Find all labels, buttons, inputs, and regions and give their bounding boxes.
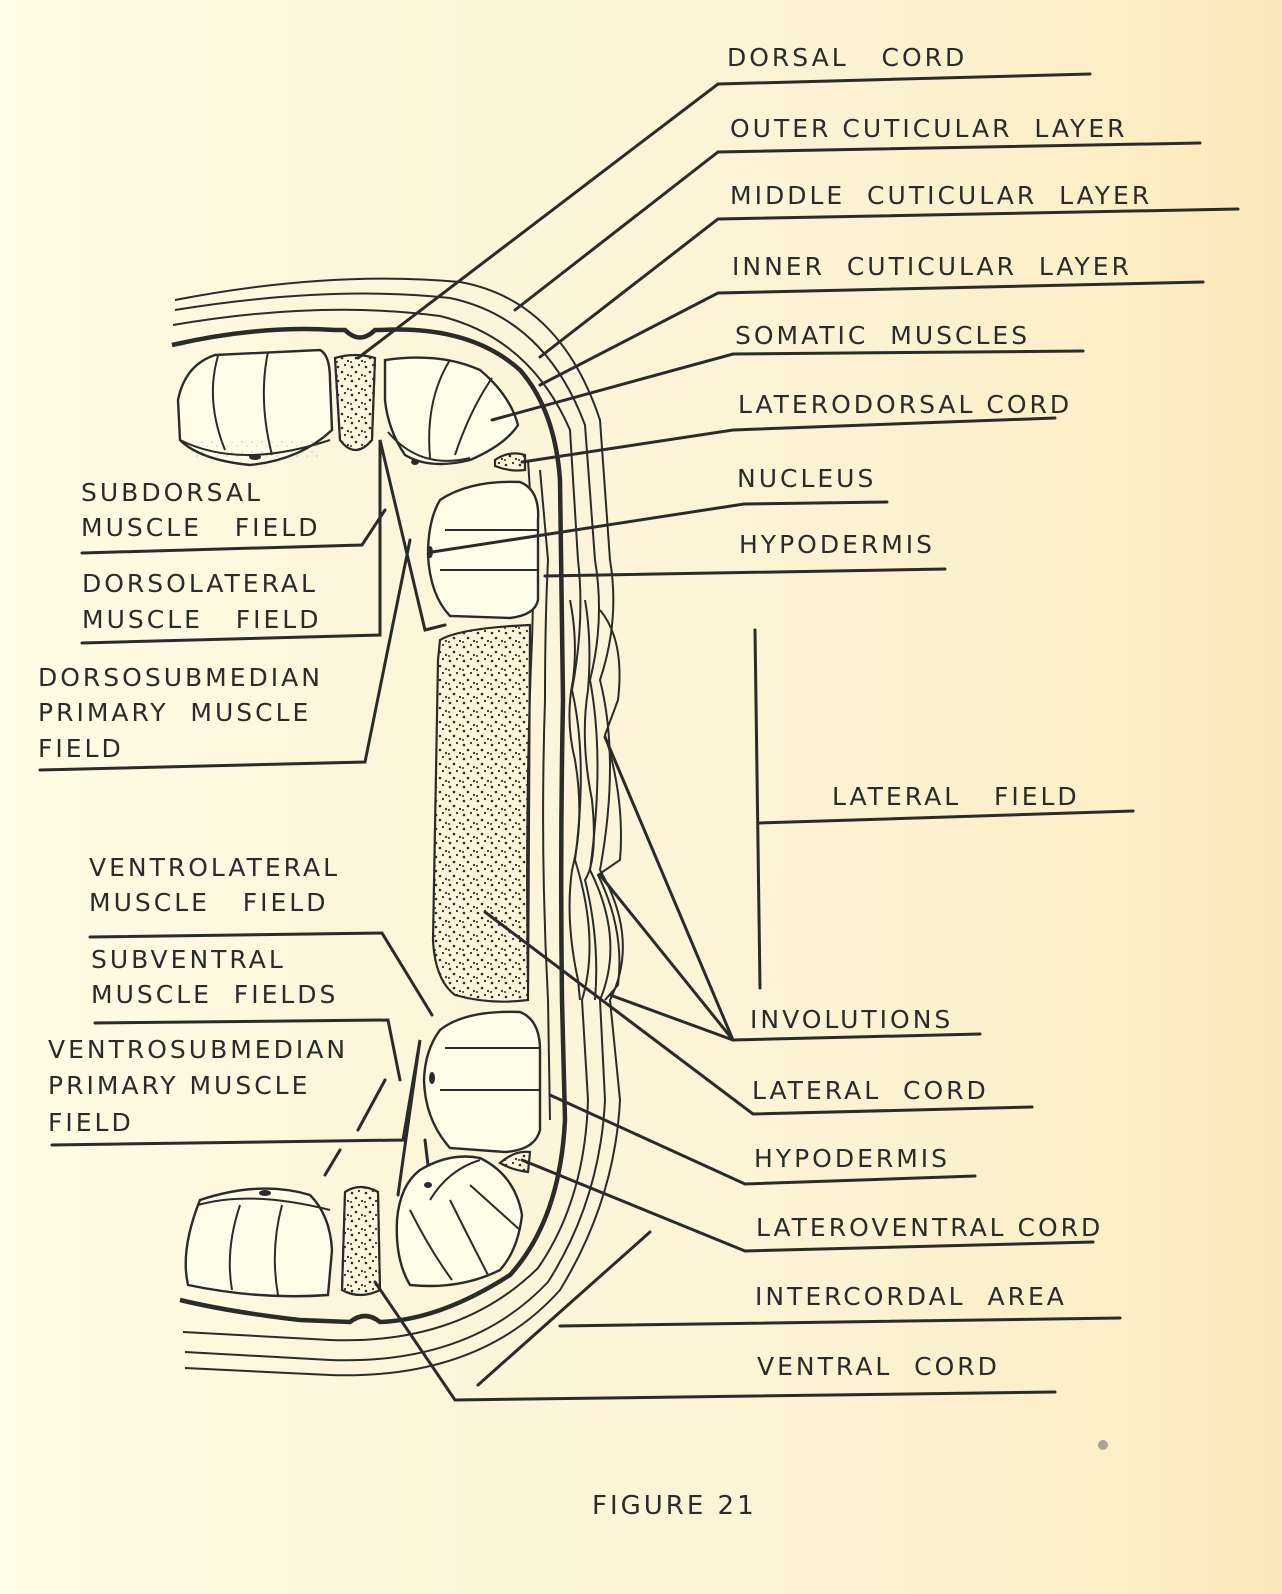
label-dorsolateral-line2: MUSCLE FIELD bbox=[82, 605, 322, 634]
leader-intercordal-area-b bbox=[476, 1230, 652, 1387]
label-nucleus: NUCLEUS bbox=[737, 464, 876, 493]
label-lateral-cord: LATERAL CORD bbox=[752, 1076, 989, 1105]
leader-involutions-b bbox=[598, 873, 735, 1042]
print-speck bbox=[1098, 1440, 1108, 1450]
label-dorsal-cord: DORSAL CORD bbox=[727, 43, 967, 72]
label-ventrosubmedian-line2: PRIMARY MUSCLE bbox=[48, 1071, 310, 1100]
label-subventral-line1: SUBVENTRAL bbox=[91, 945, 286, 974]
left-labels: SUBDORSAL MUSCLE FIELD DORSOLATERAL MUSC… bbox=[38, 478, 348, 1137]
label-lateroventral-cord: LATEROVENTRAL CORD bbox=[756, 1213, 1103, 1242]
label-ventrosubmedian-line3: FIELD bbox=[48, 1108, 134, 1137]
label-ventral-cord: VENTRAL CORD bbox=[757, 1352, 1000, 1381]
label-laterodorsal-cord: LATERODORSAL CORD bbox=[738, 390, 1072, 419]
leader-nucleus bbox=[430, 500, 889, 554]
leader-dorsal-cord bbox=[356, 72, 1092, 360]
label-ventrosubmedian-line1: VENTROSUBMEDIAN bbox=[48, 1035, 348, 1064]
label-dorsosubmedian-line2: PRIMARY MUSCLE bbox=[38, 698, 311, 727]
leader-hypodermis-upper bbox=[543, 567, 947, 578]
leader-ventrosubmedian-b bbox=[323, 1148, 342, 1177]
leader-inner-cuticular bbox=[538, 280, 1205, 387]
leader-middle-cuticular bbox=[538, 207, 1240, 359]
leader-outer-cuticular bbox=[513, 141, 1202, 312]
label-somatic-muscles: SOMATIC MUSCLES bbox=[735, 321, 1030, 350]
leader-lateral-cord bbox=[483, 910, 1034, 1116]
leader-intercordal-area bbox=[558, 1316, 1122, 1328]
leader-involutions-a bbox=[603, 735, 735, 1042]
label-outer-cuticular-layer: OUTER CUTICULAR LAYER bbox=[730, 114, 1127, 143]
lateral-cord-region bbox=[431, 599, 622, 1003]
leader-lines-left bbox=[38, 439, 447, 1197]
label-hypodermis-lower: HYPODERMIS bbox=[754, 1144, 950, 1173]
leader-lateroventral-cord bbox=[520, 1158, 1095, 1253]
label-subdorsal-line2: MUSCLE FIELD bbox=[81, 513, 321, 542]
leader-lateral-field bbox=[758, 809, 1135, 825]
leader-somatic-muscles bbox=[490, 349, 1085, 422]
lateral-field-bracket bbox=[753, 628, 762, 990]
label-subventral-line2: MUSCLE FIELDS bbox=[91, 980, 338, 1009]
leader-subdorsal-muscle-field bbox=[80, 508, 387, 555]
leader-laterodorsal-cord bbox=[520, 416, 1057, 464]
leader-subventral-muscle-fields bbox=[93, 1018, 402, 1082]
leader-ventrolateral-muscle-field bbox=[88, 931, 434, 1017]
leader-dorsolateral-muscle-field bbox=[80, 439, 447, 645]
label-involutions: INVOLUTIONS bbox=[750, 1005, 953, 1034]
leader-hypodermis-lower bbox=[548, 1093, 977, 1186]
label-dorsosubmedian-line3: FIELD bbox=[38, 734, 124, 763]
label-hypodermis-upper: HYPODERMIS bbox=[739, 530, 935, 559]
label-subdorsal-line1: SUBDORSAL bbox=[81, 478, 263, 507]
ventral-muscle-group bbox=[184, 1010, 542, 1298]
leader-lines-right bbox=[356, 72, 1240, 1402]
right-labels: DORSAL CORD OUTER CUTICULAR LAYER MIDDLE… bbox=[727, 43, 1152, 1381]
leader-ventrosubmedian-c bbox=[423, 1138, 430, 1167]
leader-dorsosubmedian bbox=[38, 538, 412, 772]
leader-involutions-c bbox=[608, 993, 982, 1042]
dorsal-muscle-group bbox=[176, 348, 540, 620]
label-inner-cuticular-layer: INNER CUTICULAR LAYER bbox=[732, 252, 1132, 281]
label-dorsosubmedian-line1: DORSOSUBMEDIAN bbox=[38, 663, 323, 692]
leader-ventrosubmedian bbox=[50, 1039, 422, 1197]
label-ventrolateral-line1: VENTROLATERAL bbox=[89, 853, 340, 882]
figure-caption: FIGURE 21 bbox=[592, 1491, 757, 1521]
label-dorsolateral-line1: DORSOLATERAL bbox=[82, 569, 318, 598]
label-intercordal-area: INTERCORDAL AREA bbox=[755, 1282, 1067, 1311]
label-lateral-field: LATERAL FIELD bbox=[832, 782, 1080, 811]
label-ventrolateral-line2: MUSCLE FIELD bbox=[89, 888, 329, 917]
label-middle-cuticular-layer: MIDDLE CUTICULAR LAYER bbox=[730, 181, 1152, 210]
leader-ventral-cord bbox=[373, 1280, 1057, 1402]
leader-subventral-b bbox=[356, 1078, 387, 1132]
